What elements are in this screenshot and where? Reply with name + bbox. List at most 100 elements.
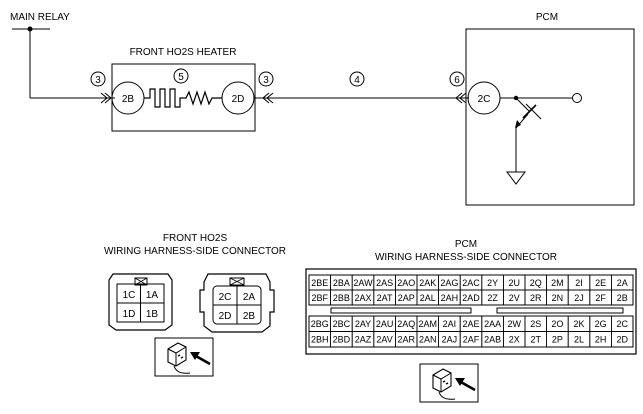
pcm-pin-2AH: 2AH — [441, 293, 459, 303]
pcm-pin-2AU: 2AU — [376, 319, 394, 329]
pcm-pin-2BE: 2BE — [311, 278, 328, 288]
ho2s-connector-right: 2C 2A 2D 2B — [199, 273, 275, 333]
pcm-label: PCM — [536, 12, 558, 23]
pcm-pin-2P: 2P — [552, 335, 563, 345]
pcm-pin-2BG: 2BG — [311, 319, 329, 329]
pin-1C: 1C — [123, 290, 136, 301]
connector-arrow-heater-right — [262, 92, 274, 104]
pcm-pin-2I: 2I — [575, 278, 583, 288]
terminal-2C: 2C — [467, 81, 501, 115]
pcm-output-terminal — [572, 93, 582, 103]
svg-text:5: 5 — [178, 72, 184, 83]
svg-text:3: 3 — [95, 75, 101, 86]
pcm-pin-2J: 2J — [574, 293, 584, 303]
pcm-pin-2AB: 2AB — [484, 335, 501, 345]
pin-1B: 1B — [146, 309, 159, 320]
pin-2A: 2A — [243, 292, 256, 303]
pcm-pin-2AV: 2AV — [376, 335, 392, 345]
ground-symbol — [506, 171, 526, 185]
ho2s-connector-title-1: FRONT HO2S — [163, 233, 228, 244]
pin-1A: 1A — [146, 290, 159, 301]
svg-text:2D: 2D — [232, 94, 245, 105]
pcm-box — [465, 28, 635, 206]
pcm-pin-2AX: 2AX — [354, 293, 371, 303]
circled-number-5: 5 — [173, 68, 189, 84]
svg-text:2C: 2C — [478, 94, 491, 105]
pcm-pin-2F: 2F — [595, 293, 606, 303]
pcm-pin-2AN: 2AN — [419, 335, 437, 345]
pcm-pin-2BC: 2BC — [333, 319, 351, 329]
terminal-2D: 2D — [221, 81, 255, 115]
pcm-pin-2Q: 2Q — [530, 278, 542, 288]
svg-text:4: 4 — [354, 75, 360, 86]
pcm-pin-2AY: 2AY — [355, 319, 371, 329]
svg-text:2B: 2B — [122, 94, 135, 105]
pcm-connector-title-2: WIRING HARNESS-SIDE CONNECTOR — [375, 252, 557, 263]
pcm-connector-key-right — [496, 307, 624, 314]
pcm-pin-2S: 2S — [530, 319, 541, 329]
pin-2B: 2B — [243, 311, 256, 322]
svg-text:3: 3 — [263, 75, 269, 86]
pcm-connector-outline — [305, 268, 637, 355]
pcm-pin-2V: 2V — [509, 293, 520, 303]
pcm-pin-2L: 2L — [574, 335, 584, 345]
pcm-pin-2AW: 2AW — [353, 278, 373, 288]
pcm-pin-2AJ: 2AJ — [442, 335, 458, 345]
pcm-pin-2M: 2M — [551, 278, 564, 288]
pcm-pin-2AZ: 2AZ — [355, 335, 372, 345]
pcm-pin-2BF: 2BF — [312, 293, 329, 303]
pcm-pin-2AO: 2AO — [397, 278, 415, 288]
pcm-pin-cell — [611, 289, 634, 306]
svg-text:6: 6 — [454, 75, 460, 86]
circled-number-6: 6 — [449, 71, 465, 87]
transistor-base-bar — [522, 104, 537, 119]
pcm-pin-2AP: 2AP — [398, 293, 415, 303]
pcm-pin-2K: 2K — [573, 319, 584, 329]
circled-number-3-right: 3 — [258, 71, 274, 87]
heater-element-symbol — [144, 88, 222, 108]
pcm-pin-2AS: 2AS — [376, 278, 393, 288]
connector-latch — [229, 277, 245, 286]
pcm-pin-2W: 2W — [507, 319, 521, 329]
pcm-pin-2G: 2G — [595, 319, 607, 329]
ho2s-connector-title-2: WIRING HARNESS-SIDE CONNECTOR — [104, 246, 286, 257]
pcm-connector-title-1: PCM — [455, 239, 477, 250]
connector-arrow-pcm — [455, 92, 467, 104]
pcm-pin-2AF: 2AF — [463, 335, 480, 345]
pin-2D: 2D — [219, 311, 232, 322]
pcm-pin-2H: 2H — [595, 335, 607, 345]
pcm-pin-2BB: 2BB — [333, 293, 350, 303]
pcm-pin-2AR: 2AR — [397, 335, 415, 345]
pcm-pin-2B: 2B — [617, 293, 628, 303]
pcm-pin-2O: 2O — [551, 319, 563, 329]
pcm-pin-2T: 2T — [531, 335, 542, 345]
connector-arrow-left — [100, 92, 112, 104]
pcm-pin-2AE: 2AE — [462, 319, 479, 329]
pcm-pin-2U: 2U — [508, 278, 520, 288]
main-relay-label: MAIN RELAY — [10, 12, 70, 23]
pcm-pin-2Y: 2Y — [487, 278, 498, 288]
pcm-pin-2X: 2X — [509, 335, 520, 345]
pcm-pin-2C: 2C — [616, 319, 628, 329]
pin-2C: 2C — [219, 292, 232, 303]
terminal-2B: 2B — [111, 81, 145, 115]
pcm-pin-2BH: 2BH — [311, 335, 329, 345]
pcm-pin-2N: 2N — [552, 293, 564, 303]
pcm-pin-2AM: 2AM — [419, 319, 438, 329]
transistor-emitter-arrow — [515, 120, 521, 128]
circled-number-3-left: 3 — [90, 71, 106, 87]
ho2s-connector-left: 1C 1A 1D 1B — [108, 273, 173, 331]
heater-title: FRONT HO2S HEATER — [130, 47, 237, 58]
circled-number-4: 4 — [349, 71, 365, 87]
transistor-collector — [515, 97, 531, 113]
pcm-pin-2AD: 2AD — [462, 293, 480, 303]
pcm-pin-2A: 2A — [617, 278, 628, 288]
pcm-connector-key-left — [330, 307, 472, 314]
pcm-pin-2R: 2R — [530, 293, 542, 303]
pcm-pin-2AA: 2AA — [484, 319, 501, 329]
transistor-base-lead — [525, 103, 542, 120]
pcm-pin-2AT: 2AT — [377, 293, 393, 303]
pcm-pin-2Z: 2Z — [487, 293, 498, 303]
